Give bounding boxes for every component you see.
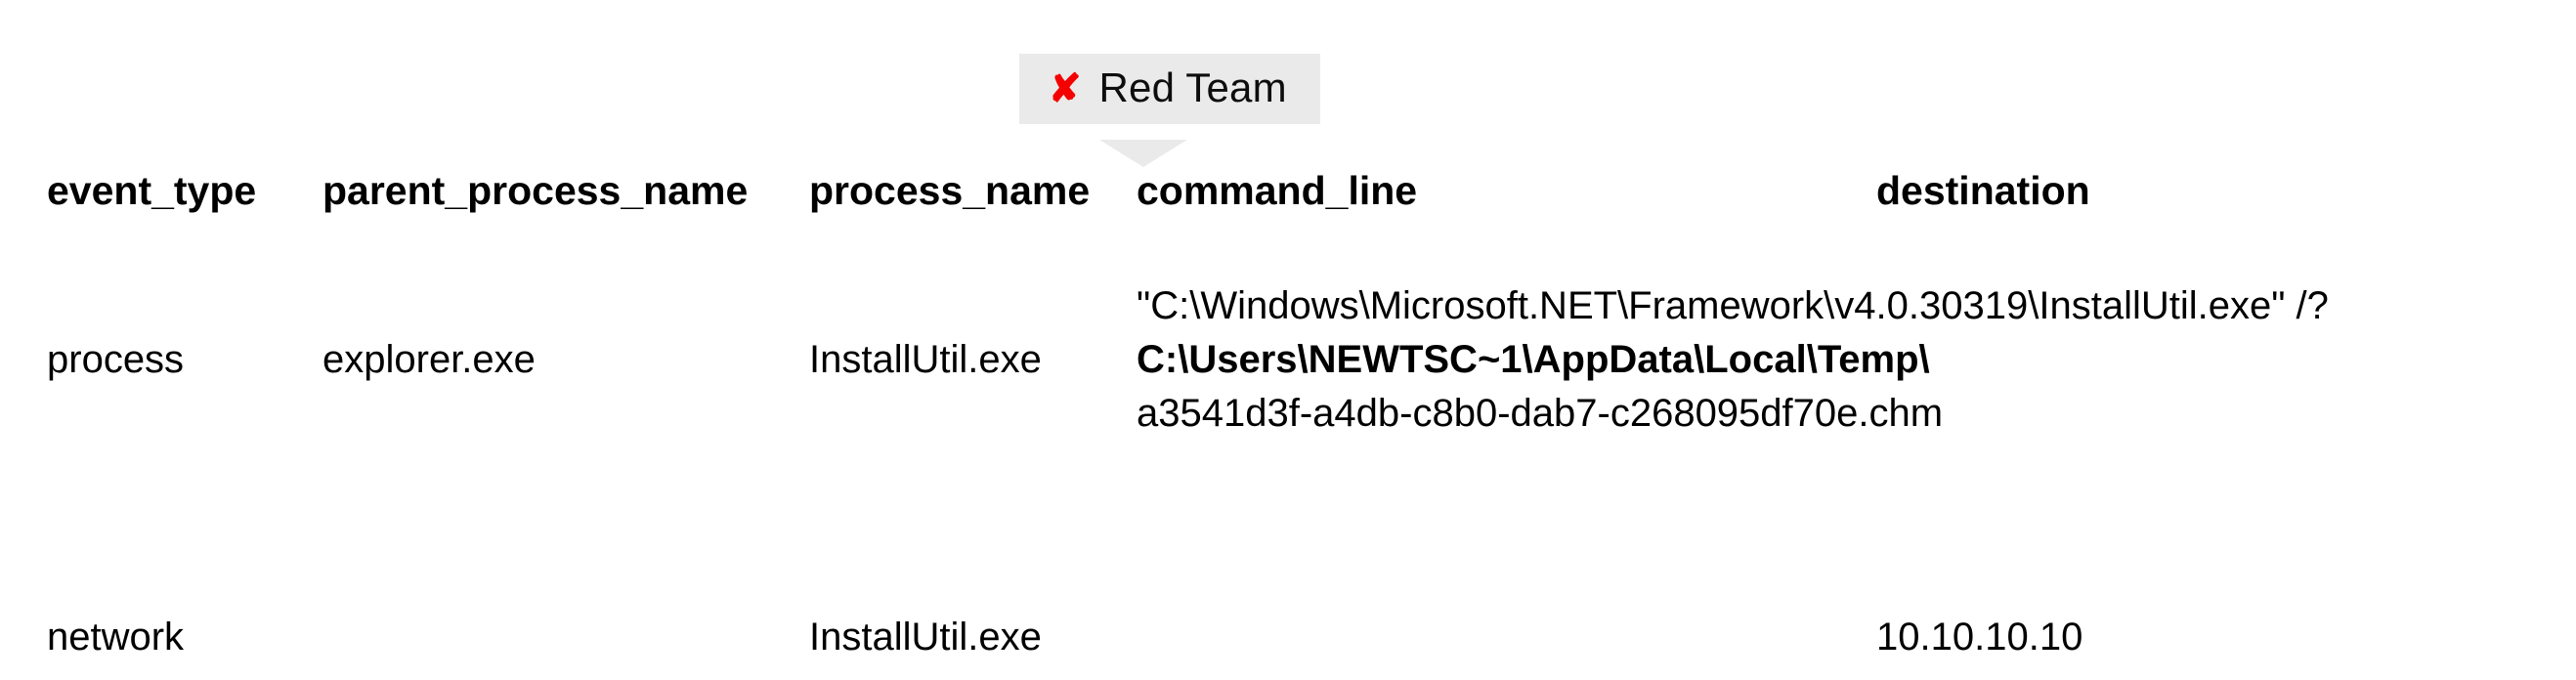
red-team-badge-label: Red Team [1098, 64, 1287, 110]
command-line-segment-0: "C:\Windows\Microsoft.NET\Framework\v4.0… [1137, 284, 2329, 327]
cell-command-line: "C:\Windows\Microsoft.NET\Framework\v4.0… [1137, 279, 2329, 441]
red-x-icon: ✘ [1049, 67, 1082, 110]
column-header-event-type: event_type [47, 168, 257, 213]
event-table: event_type parent_process_name process_n… [0, 0, 2576, 659]
cell-event-type: process [47, 338, 185, 381]
table-row: process explorer.exe InstallUtil.exe "C:… [0, 279, 2576, 436]
cell-process-name: InstallUtil.exe [809, 338, 1042, 381]
column-header-parent-process-name: parent_process_name [322, 168, 749, 213]
cell-parent-process-name: explorer.exe [322, 338, 536, 381]
cell-event-type: network [47, 616, 185, 659]
column-header-command-line: command_line [1137, 168, 1418, 213]
table-row: network InstallUtil.exe 10.10.10.10 [0, 612, 2576, 680]
cell-destination: 10.10.10.10 [1876, 616, 2083, 659]
table-header-row: event_type parent_process_name process_n… [0, 166, 2576, 221]
command-line-lines: "C:\Windows\Microsoft.NET\Framework\v4.0… [1137, 279, 2329, 441]
command-line-segment-1: C:\Users\NEWTSC~1\AppData\Local\Temp\ [1137, 338, 1930, 381]
column-header-process-name: process_name [809, 168, 1091, 213]
command-line-segment-2: a3541d3f-a4db-c8b0-dab7-c268095df70e.chm [1137, 392, 1944, 435]
cell-process-name: InstallUtil.exe [809, 616, 1042, 659]
badge-pointer-tail [1099, 140, 1187, 167]
red-team-badge[interactable]: ✘ Red Team [1019, 54, 1320, 124]
column-header-destination: destination [1876, 168, 2090, 213]
